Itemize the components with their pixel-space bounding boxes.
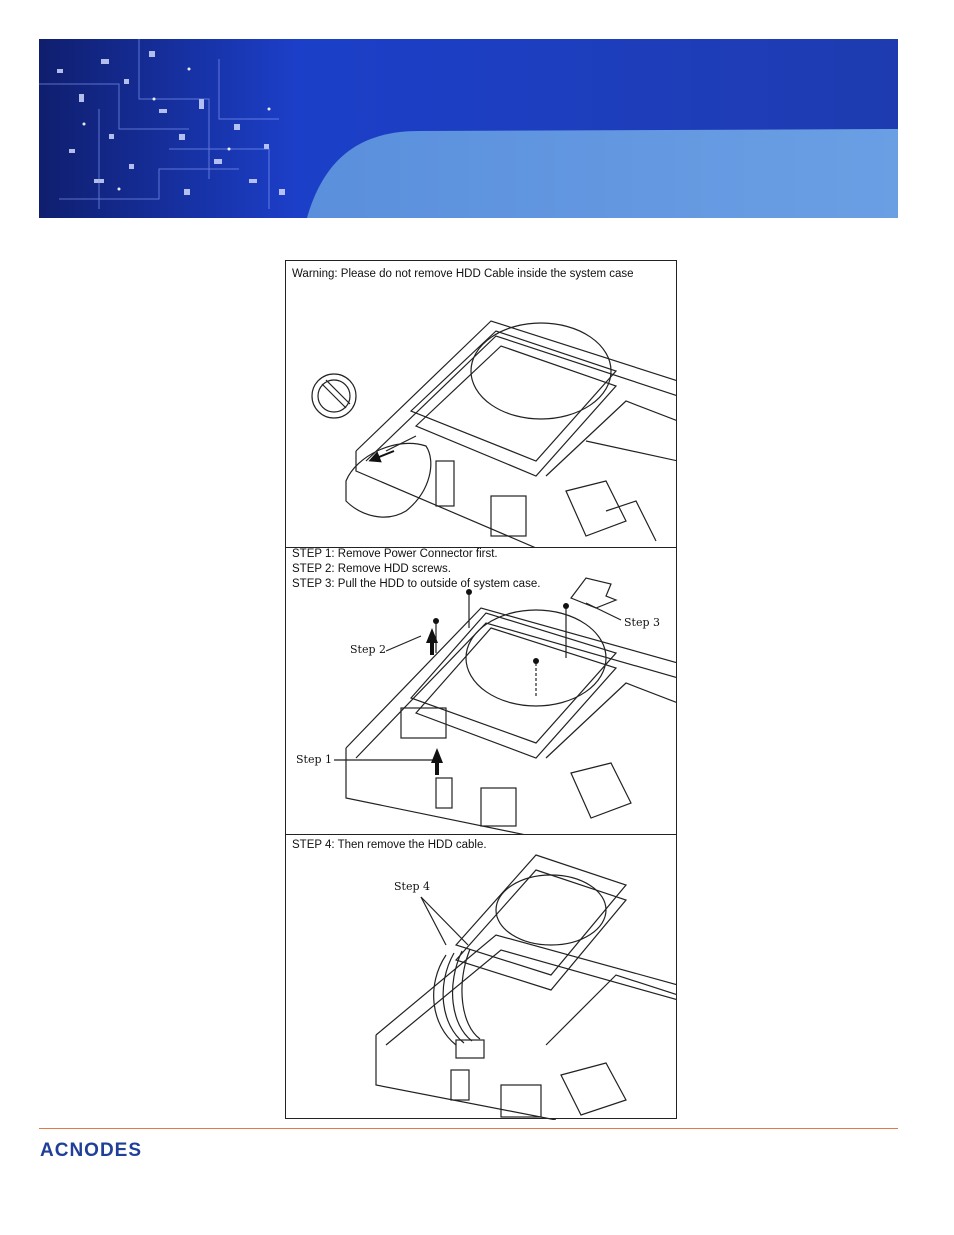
logo-text: ACNODES [40,1140,142,1160]
step-2-callout: Step 2 [350,643,387,656]
hdd-cable-warning-illustration [311,320,676,547]
header-banner [39,39,898,218]
steps-1-3-panel: STEP 1: Remove Power Connector first. ST… [286,548,676,835]
acnodes-logo-icon: ACNODES [40,1140,142,1161]
footer-rule [39,1128,898,1129]
step-4-panel: STEP 4: Then remove the HDD cable. Step … [286,835,676,1120]
warning-caption: Warning: Please do not remove HDD Cable … [292,268,634,280]
warning-panel: Warning: Please do not remove HDD Cable … [286,261,676,548]
step-4-caption: STEP 4: Then remove the HDD cable. [292,839,487,851]
circuit-board-banner [39,39,898,218]
acnodes-logo: ACNODES [40,1138,200,1165]
step-1-callout: Step 1 [296,753,333,766]
step-3-callout: Step 3 [624,616,661,629]
hdd-removal-figure: Warning: Please do not remove HDD Cable … [285,260,677,1120]
hdd-removal-steps-illustration [334,577,676,834]
step-1-caption: STEP 1: Remove Power Connector first. [292,548,498,560]
step-3-caption: STEP 3: Pull the HDD to outside of syste… [292,578,541,590]
step-2-caption: STEP 2: Remove HDD screws. [292,563,451,575]
hdd-cable-removal-illustration [375,854,676,1120]
step-4-callout: Step 4 [394,880,431,893]
